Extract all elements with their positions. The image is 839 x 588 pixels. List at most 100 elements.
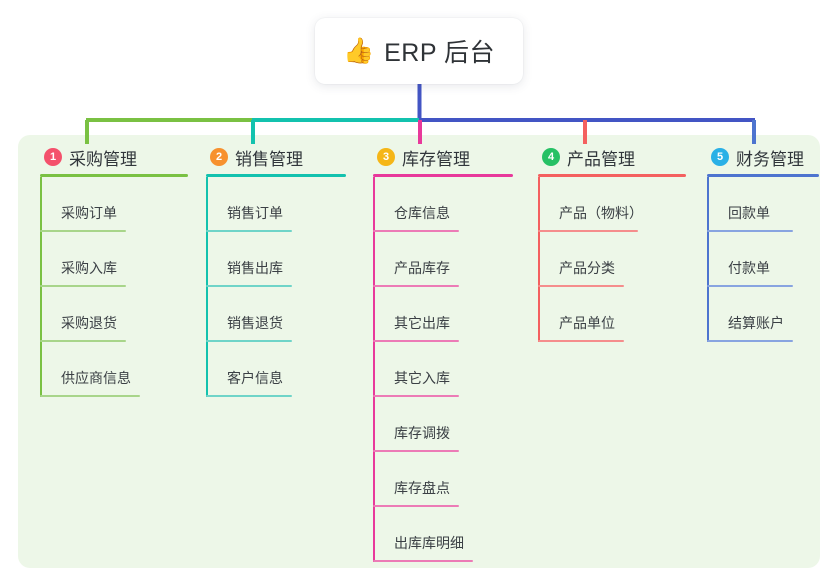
leaf-item[interactable]: 结算账户 (707, 287, 819, 342)
branch-underline-4 (538, 174, 686, 177)
branch-column-5: 5 财务管理 回款单付款单结算账户 (707, 144, 819, 342)
leaf-underline (206, 230, 292, 232)
leaf-label: 其它出库 (394, 315, 450, 331)
diagram-canvas (18, 135, 820, 568)
branch-title-5: 财务管理 (736, 149, 804, 169)
leaf-underline (707, 340, 793, 342)
branch-leaves-2: 销售订单销售出库销售退货客户信息 (206, 177, 346, 397)
branch-badge-5: 5 (711, 148, 729, 166)
branch-badge-3: 3 (377, 148, 395, 166)
branch-column-4: 4 产品管理 产品（物料） 产品分类产品单位 (538, 144, 686, 342)
leaf-spine (373, 287, 375, 342)
leaf-item[interactable]: 回款单 (707, 177, 819, 232)
leaf-label: 结算账户 (728, 315, 784, 331)
root-title: ERP 后台 (384, 39, 496, 67)
leaf-item[interactable]: 其它入库 (373, 342, 513, 397)
leaf-spine (206, 177, 208, 232)
leaf-item[interactable]: 销售出库 (206, 232, 346, 287)
leaf-label: 供应商信息 (61, 370, 131, 386)
leaf-item[interactable]: 采购入库 (40, 232, 188, 287)
leaf-underline (373, 230, 459, 232)
leaf-label: 回款单 (728, 205, 770, 221)
leaf-underline (206, 395, 292, 397)
leaf-item[interactable]: 库存盘点 (373, 452, 513, 507)
leaf-item[interactable]: 产品分类 (538, 232, 686, 287)
leaf-label: 库存盘点 (394, 480, 450, 496)
leaf-item[interactable]: 其它出库 (373, 287, 513, 342)
leaf-label: 出库库明细 (394, 535, 464, 551)
leaf-spine (40, 342, 42, 397)
leaf-spine (373, 452, 375, 507)
thumbs-up-icon: 👍 (342, 36, 375, 65)
branch-column-3: 3 库存管理 仓库信息产品库存其它出库其它入库库存调拨库存盘点出库库明细 (373, 144, 513, 562)
leaf-underline (373, 505, 459, 507)
branch-underline-2 (206, 174, 346, 177)
branch-column-2: 2 销售管理 销售订单销售出库销售退货客户信息 (206, 144, 346, 397)
leaf-spine (40, 177, 42, 232)
leaf-label: 采购订单 (61, 205, 117, 221)
branch-badge-1: 1 (44, 148, 62, 166)
leaf-label: 产品库存 (394, 260, 450, 276)
leaf-label: 产品单位 (559, 315, 615, 331)
leaf-spine (373, 177, 375, 232)
leaf-label: 采购入库 (61, 260, 117, 276)
leaf-item[interactable]: 产品（物料） (538, 177, 686, 232)
leaf-label: 采购退货 (61, 315, 117, 331)
leaf-spine (373, 342, 375, 397)
leaf-underline (373, 450, 459, 452)
leaf-item[interactable]: 仓库信息 (373, 177, 513, 232)
branch-leaves-5: 回款单付款单结算账户 (707, 177, 819, 342)
leaf-item[interactable]: 产品库存 (373, 232, 513, 287)
leaf-label: 销售退货 (227, 315, 283, 331)
leaf-spine (373, 507, 375, 562)
branch-underline-1 (40, 174, 188, 177)
leaf-item[interactable]: 产品单位 (538, 287, 686, 342)
leaf-spine (538, 177, 540, 232)
leaf-item[interactable]: 出库库明细 (373, 507, 513, 562)
leaf-spine (373, 232, 375, 287)
branch-badge-2: 2 (210, 148, 228, 166)
leaf-label: 库存调拨 (394, 425, 450, 441)
branch-underline-3 (373, 174, 513, 177)
leaf-item[interactable]: 客户信息 (206, 342, 346, 397)
leaf-item[interactable]: 库存调拨 (373, 397, 513, 452)
leaf-item[interactable]: 销售退货 (206, 287, 346, 342)
leaf-underline (206, 340, 292, 342)
leaf-spine (40, 232, 42, 287)
leaf-underline (538, 285, 624, 287)
branch-header-1[interactable]: 1 采购管理 (40, 144, 188, 170)
leaf-spine (707, 177, 709, 232)
leaf-item[interactable]: 销售订单 (206, 177, 346, 232)
leaf-spine (707, 232, 709, 287)
branch-title-3: 库存管理 (402, 149, 470, 169)
root-node[interactable]: 👍 ERP 后台 (315, 18, 523, 84)
leaf-item[interactable]: 付款单 (707, 232, 819, 287)
leaf-underline (40, 285, 126, 287)
branch-leaves-4: 产品（物料） 产品分类产品单位 (538, 177, 686, 342)
branch-header-4[interactable]: 4 产品管理 (538, 144, 686, 170)
leaf-label: 产品（物料） (559, 205, 643, 221)
leaf-underline (707, 285, 793, 287)
leaf-underline (373, 340, 459, 342)
branch-leaves-3: 仓库信息产品库存其它出库其它入库库存调拨库存盘点出库库明细 (373, 177, 513, 562)
leaf-spine (373, 397, 375, 452)
branch-underline-5 (707, 174, 819, 177)
leaf-item[interactable]: 供应商信息 (40, 342, 188, 397)
leaf-spine (206, 287, 208, 342)
leaf-spine (538, 232, 540, 287)
leaf-underline (373, 560, 473, 562)
branch-header-5[interactable]: 5 财务管理 (707, 144, 819, 170)
leaf-label: 销售出库 (227, 260, 283, 276)
branch-column-1: 1 采购管理 采购订单采购入库采购退货供应商信息 (40, 144, 188, 397)
leaf-item[interactable]: 采购订单 (40, 177, 188, 232)
leaf-label: 其它入库 (394, 370, 450, 386)
branch-header-2[interactable]: 2 销售管理 (206, 144, 346, 170)
leaf-item[interactable]: 采购退货 (40, 287, 188, 342)
leaf-underline (538, 340, 624, 342)
leaf-label: 销售订单 (227, 205, 283, 221)
leaf-spine (538, 287, 540, 342)
leaf-underline (40, 395, 140, 397)
leaf-underline (707, 230, 793, 232)
branch-header-3[interactable]: 3 库存管理 (373, 144, 513, 170)
